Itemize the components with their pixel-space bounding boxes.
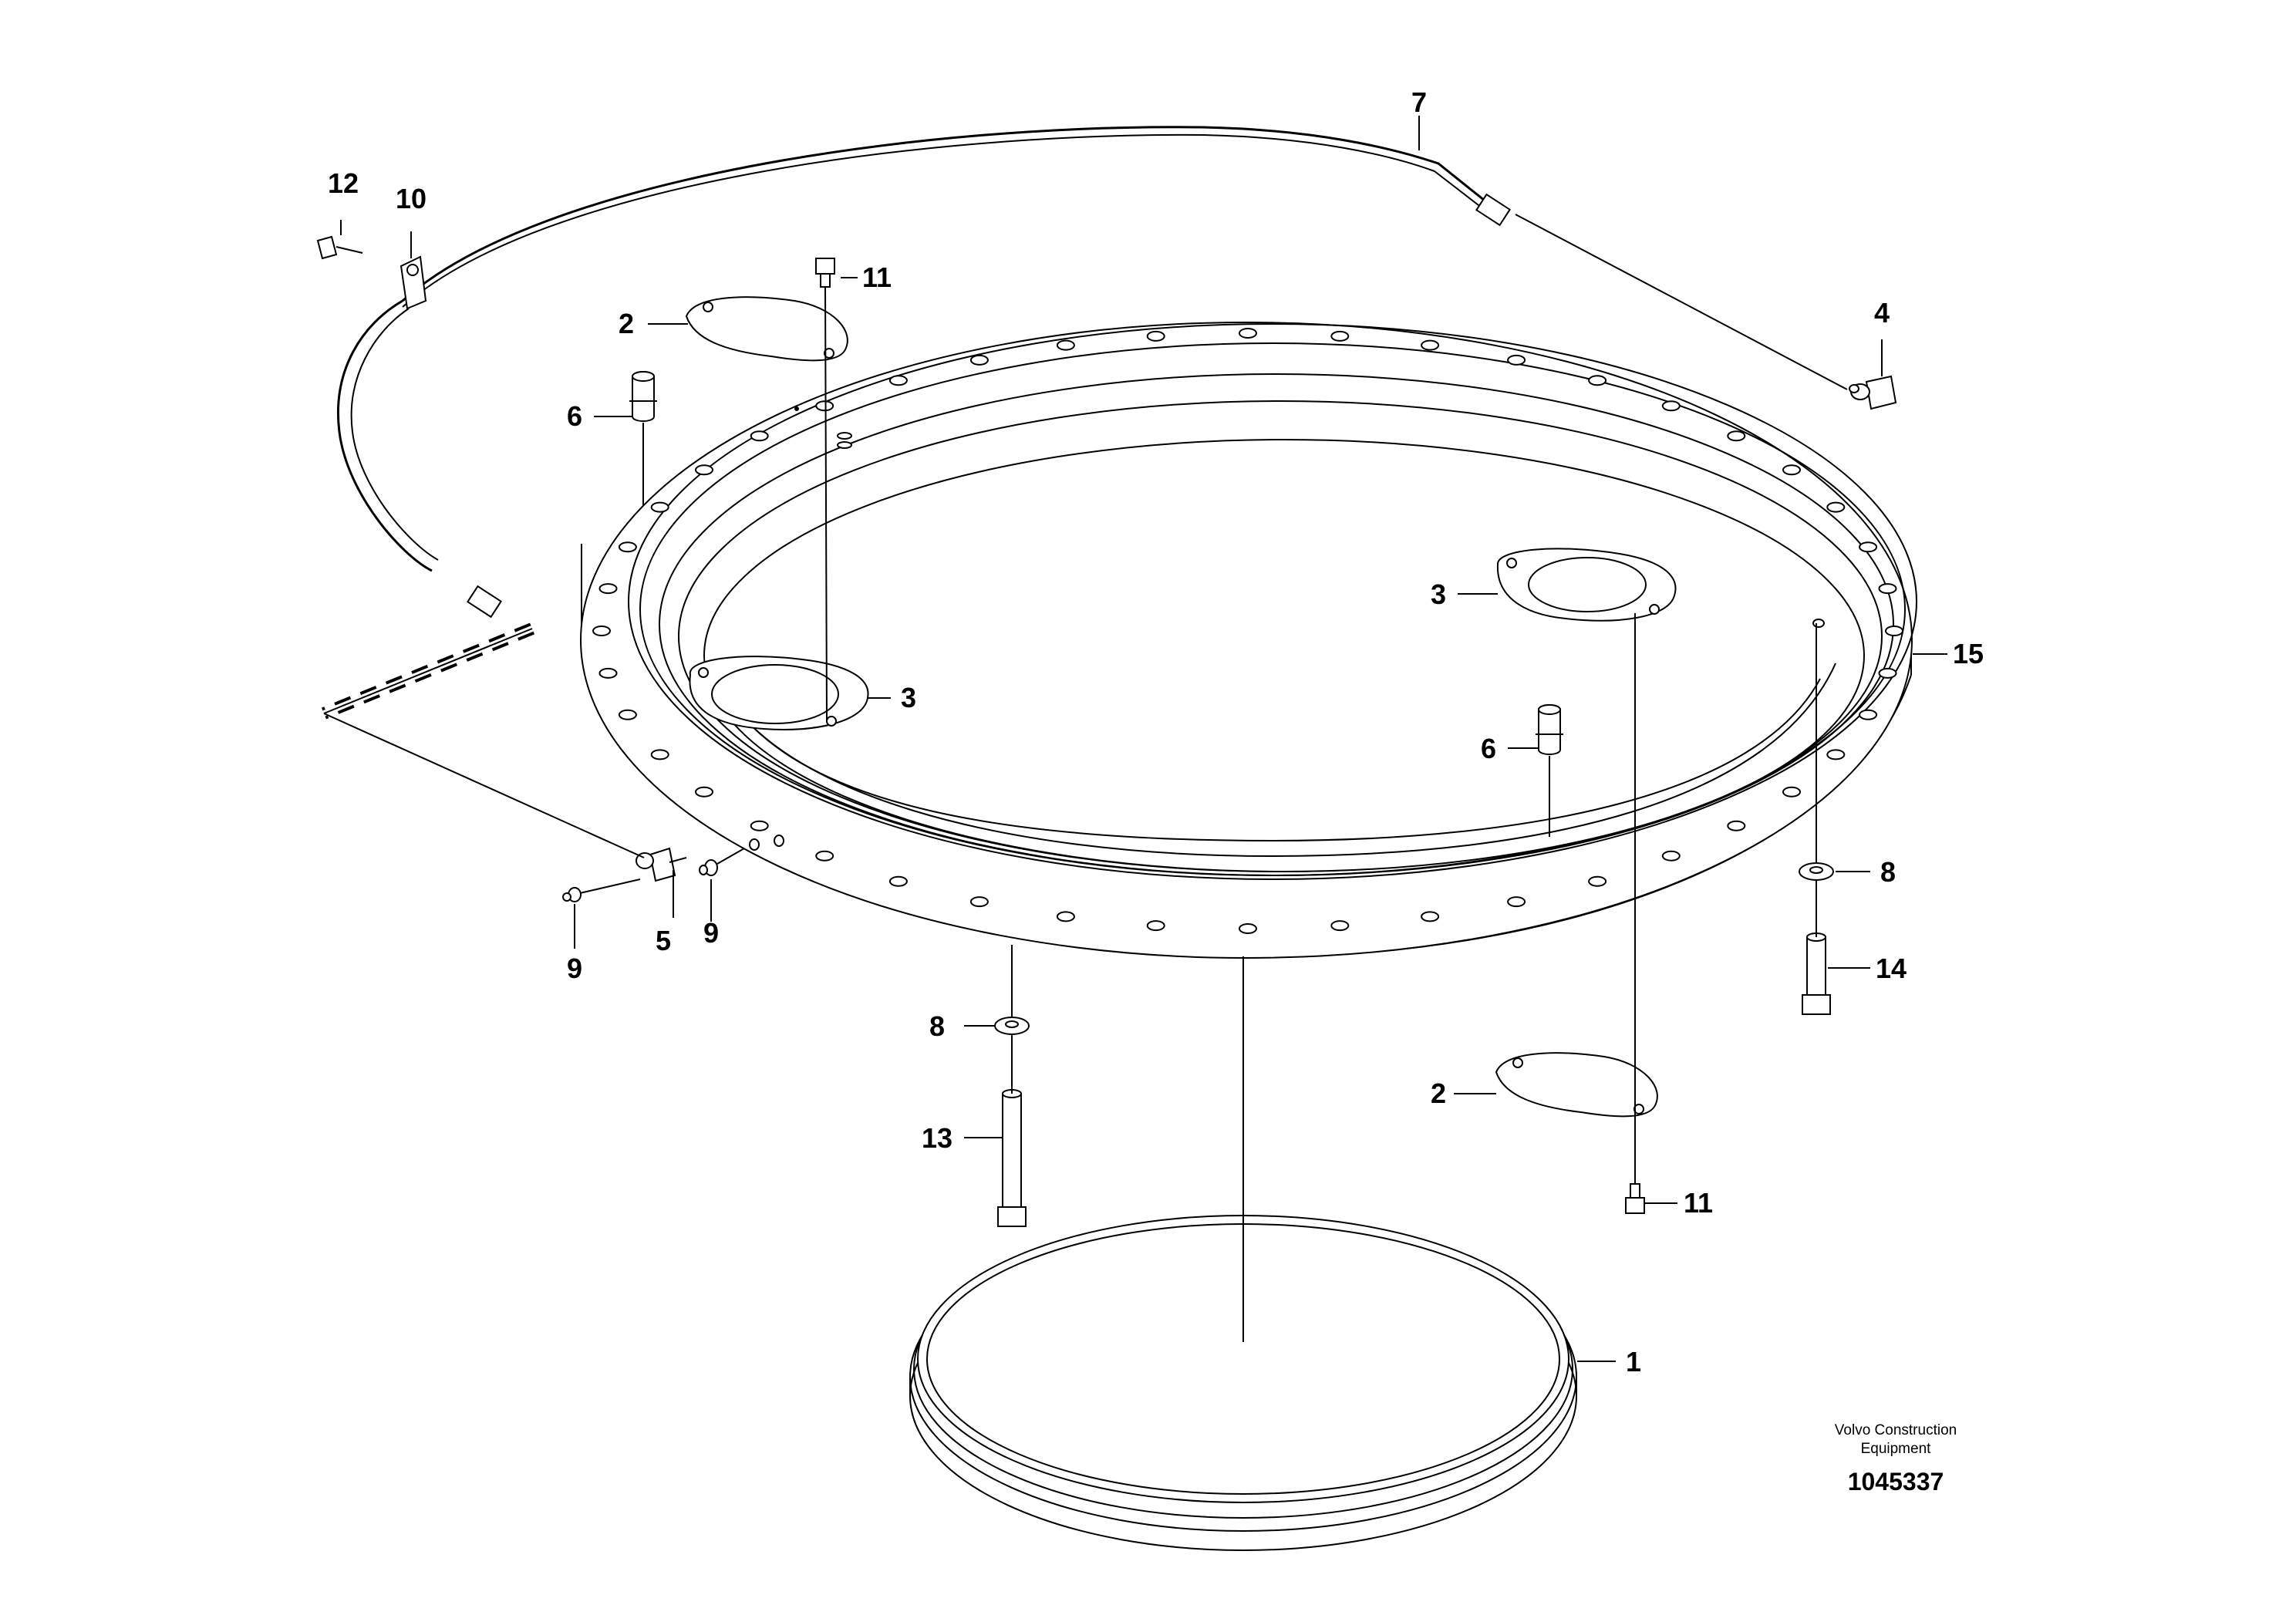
bolt-hole	[1782, 464, 1801, 476]
bolt-hole	[969, 896, 989, 908]
bolt-hole	[1056, 911, 1075, 922]
bolt-hole	[618, 541, 637, 553]
bolt-hole	[1239, 923, 1257, 934]
bolt-hole	[750, 820, 769, 831]
bolt-hole	[1826, 501, 1846, 513]
ring-bolt-holes	[592, 328, 1903, 934]
bolt-hole	[1421, 339, 1440, 351]
bolt-hole	[592, 626, 611, 636]
callout-8-right: 8	[1880, 856, 1896, 888]
slewing-ring	[580, 322, 1917, 959]
bolt-hole	[598, 667, 618, 679]
bolt-hole	[1782, 786, 1801, 798]
callout-10: 10	[396, 183, 426, 214]
bolt-hole	[1661, 400, 1681, 412]
bolt-hole	[598, 583, 618, 595]
callout-13: 13	[922, 1122, 952, 1154]
callout-1: 1	[1626, 1346, 1641, 1378]
callout-6-right: 6	[1481, 733, 1496, 764]
callout-5: 5	[656, 925, 671, 956]
callout-7: 7	[1411, 86, 1427, 118]
cover-plate-top	[685, 296, 848, 362]
bolt-hole	[650, 749, 669, 760]
callout-8-left: 8	[929, 1010, 945, 1042]
bolt-hole	[695, 464, 713, 476]
washer-8-right	[1799, 862, 1834, 881]
callout-14: 14	[1876, 953, 1907, 984]
document-number: 1045337	[1848, 1468, 1944, 1496]
bolt-hole	[1859, 541, 1878, 553]
nipple-9-left	[562, 878, 641, 902]
bolt-hole	[1859, 709, 1878, 720]
pin-6-right	[1536, 704, 1563, 755]
bolt-hole	[969, 354, 989, 366]
callout-2-top: 2	[619, 308, 634, 339]
callout-9-left: 9	[567, 953, 582, 984]
bolt-hole	[888, 875, 908, 887]
brand-line-1: Volvo Construction	[1835, 1422, 1957, 1438]
callout-4: 4	[1874, 297, 1890, 329]
bolt-hole	[1330, 920, 1350, 932]
callout-11-bottom: 11	[1684, 1187, 1713, 1219]
bolt-hole	[1239, 328, 1257, 339]
bolt-hole	[1146, 330, 1165, 342]
gasket-left	[689, 656, 869, 730]
footer: Volvo Construction Equipment 1045337	[1835, 1422, 1957, 1496]
bolt-hole	[815, 850, 834, 862]
bolt-hole	[1727, 820, 1746, 831]
bolt-hole	[1885, 626, 1903, 636]
bolt-hole	[815, 400, 834, 412]
bolt-hole	[1507, 896, 1526, 908]
bolt-hole	[750, 430, 769, 442]
bolt-hole	[1056, 339, 1075, 351]
screw-11-bottom	[1625, 1183, 1645, 1214]
bolt-hole	[1588, 875, 1607, 887]
pin-6-left	[629, 371, 657, 422]
bolt-hole	[1878, 667, 1897, 679]
bolt-hole	[1826, 749, 1846, 760]
bolt-hole	[1330, 330, 1350, 342]
bolt-14	[1802, 932, 1831, 1015]
bolt-13	[997, 1089, 1027, 1227]
lubrication-pipe	[321, 126, 1512, 720]
callout-6-left: 6	[567, 400, 582, 432]
bolt-hole	[1878, 583, 1897, 595]
callout-2-bottom: 2	[1431, 1077, 1446, 1109]
bolt-hole	[1146, 920, 1165, 932]
pipe-clamp	[400, 255, 427, 310]
callout-9-right: 9	[703, 917, 719, 949]
bolt-hole	[1421, 911, 1440, 922]
bolt-hole	[1507, 354, 1526, 366]
callout-labels: 7 12 10 11 2 4 6 3 15 3 6 8 14 9 5 9 8 2…	[328, 86, 1984, 1378]
connector-4	[1849, 375, 1897, 410]
washer-8-left	[994, 1017, 1030, 1035]
tee-fitting-5	[636, 847, 687, 882]
callout-12: 12	[328, 167, 359, 199]
bolt-hole	[695, 786, 713, 798]
nipple-9-right	[699, 835, 784, 876]
leader-lines	[323, 116, 1947, 1362]
bolt-hole	[1727, 430, 1746, 442]
bolt-hole	[650, 501, 669, 513]
bolt-hole	[1588, 375, 1607, 386]
callout-15: 15	[1953, 638, 1984, 669]
gasket-right	[1496, 548, 1677, 622]
bolt-hole	[1661, 850, 1681, 862]
screw-12	[316, 235, 363, 260]
callout-3-left: 3	[901, 682, 916, 713]
callout-3-right: 3	[1431, 578, 1446, 610]
bolt-hole	[618, 709, 637, 720]
cover-plate-bottom	[1495, 1052, 1658, 1118]
brand-line-2: Equipment	[1861, 1441, 1932, 1457]
bolt-hole	[888, 375, 908, 386]
callout-11-top: 11	[862, 261, 892, 293]
screw-11-top	[815, 258, 835, 288]
